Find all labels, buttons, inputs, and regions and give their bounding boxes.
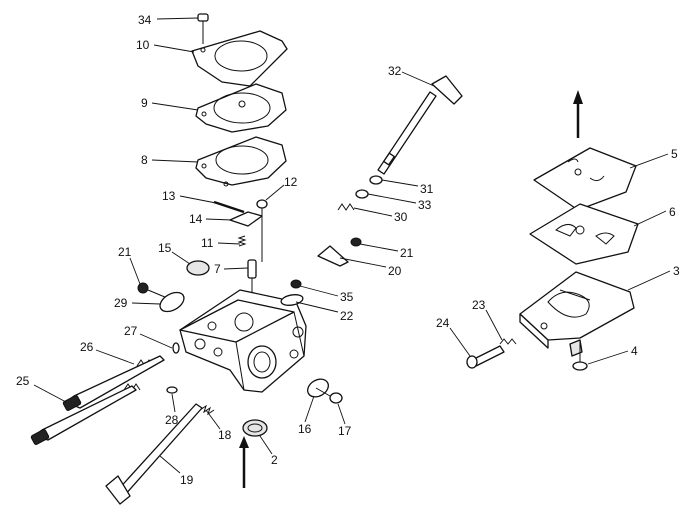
callout-15: 15 bbox=[158, 241, 172, 255]
o-ring-27 bbox=[172, 342, 180, 354]
callout-7: 7 bbox=[214, 262, 221, 276]
callout-20: 20 bbox=[388, 264, 402, 278]
callout-18: 18 bbox=[218, 428, 232, 442]
welch-plug-15 bbox=[186, 260, 210, 276]
o-ring-22 bbox=[280, 294, 304, 306]
choke-plate-16 bbox=[307, 378, 329, 398]
diaphragm-9 bbox=[195, 83, 287, 133]
callout-21: 21 bbox=[118, 245, 132, 259]
callout-6: 6 bbox=[669, 205, 676, 219]
callout-9: 9 bbox=[141, 96, 148, 110]
callout-11: 11 bbox=[201, 236, 214, 250]
callout-29: 29 bbox=[114, 296, 128, 310]
callout-26: 26 bbox=[80, 340, 94, 354]
throttle-shaft-19 bbox=[105, 403, 203, 505]
spring-18 bbox=[199, 404, 215, 416]
callout-23: 23 bbox=[472, 298, 486, 312]
screw-35 bbox=[290, 279, 302, 289]
pin-13 bbox=[213, 200, 245, 214]
callout-24: 24 bbox=[436, 316, 450, 330]
screw-24 bbox=[466, 345, 505, 369]
callout-32: 32 bbox=[388, 64, 402, 78]
screen-2 bbox=[242, 419, 268, 437]
idle-needle-25a bbox=[62, 355, 165, 411]
callout-34: 34 bbox=[138, 13, 152, 27]
screw-4 bbox=[572, 340, 588, 371]
leader-lines bbox=[33, 17, 671, 474]
choke-shaft-32 bbox=[377, 75, 463, 175]
callout-35: 35 bbox=[340, 290, 354, 304]
pump-diaphragm-5 bbox=[533, 147, 637, 211]
callout-16: 16 bbox=[298, 422, 312, 436]
pump-gasket-6 bbox=[529, 203, 639, 265]
retainer-28 bbox=[166, 386, 178, 394]
carburetor-body bbox=[179, 289, 307, 393]
fuel-flow-arrow-bottom bbox=[239, 436, 249, 488]
callout-12: 12 bbox=[284, 175, 298, 189]
diaphragm-cover-10 bbox=[191, 30, 288, 87]
callout-19: 19 bbox=[180, 473, 194, 487]
screw-21-right bbox=[350, 237, 362, 247]
callout-22: 22 bbox=[340, 309, 354, 323]
callout-labels: 34 10 9 8 13 12 14 11 15 21 7 29 27 26 2… bbox=[16, 13, 680, 487]
callout-30: 30 bbox=[394, 210, 408, 224]
main-needle-25c bbox=[30, 385, 137, 445]
gasket-8 bbox=[195, 136, 287, 187]
callout-5: 5 bbox=[671, 147, 678, 161]
pump-cover-3 bbox=[519, 271, 635, 357]
callout-14: 14 bbox=[189, 212, 203, 226]
callout-13: 13 bbox=[162, 189, 176, 203]
choke-lever-20 bbox=[317, 245, 349, 267]
callout-2: 2 bbox=[271, 453, 278, 467]
callout-31: 31 bbox=[420, 182, 434, 196]
needle-lever-14 bbox=[229, 211, 263, 227]
spring-30 bbox=[337, 203, 355, 211]
throttle-plate-29 bbox=[159, 291, 185, 313]
washer-33 bbox=[355, 189, 369, 199]
callout-17: 17 bbox=[338, 424, 352, 438]
callout-27: 27 bbox=[124, 324, 138, 338]
e-clip-31 bbox=[369, 175, 383, 185]
callout-21-right: 21 bbox=[400, 246, 414, 260]
callout-28: 28 bbox=[165, 413, 179, 427]
callout-8: 8 bbox=[141, 153, 148, 167]
callout-25: 25 bbox=[16, 374, 30, 388]
fuel-flow-arrow-top bbox=[573, 90, 583, 138]
callout-4: 4 bbox=[631, 344, 638, 358]
spring-11 bbox=[237, 235, 247, 247]
screw-12 bbox=[256, 199, 268, 262]
spring-23 bbox=[499, 338, 517, 345]
callout-33: 33 bbox=[418, 198, 432, 212]
callout-3: 3 bbox=[673, 264, 680, 278]
screw-34 bbox=[197, 13, 209, 44]
screw-17 bbox=[315, 387, 343, 404]
callout-10: 10 bbox=[136, 38, 150, 52]
